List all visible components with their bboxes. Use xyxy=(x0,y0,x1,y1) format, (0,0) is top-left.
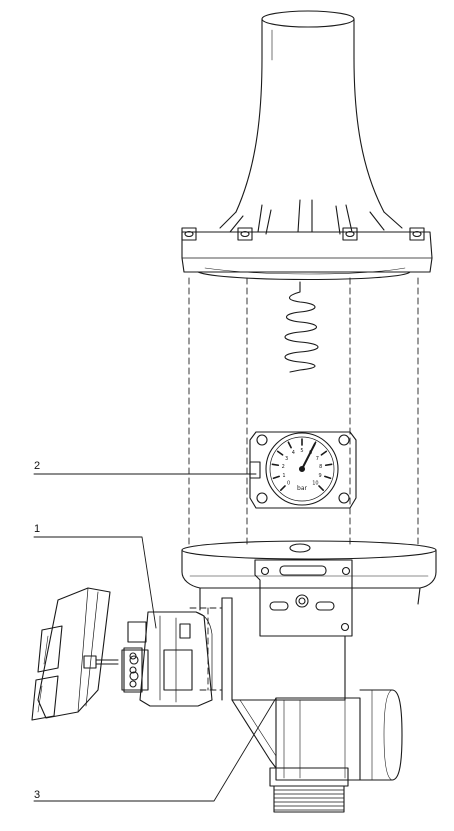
gauge-tick-label: 8 xyxy=(319,464,322,470)
gauge-tick-label: 10 xyxy=(312,480,318,486)
gauge-tick-label: 0 xyxy=(287,480,290,486)
callout-label-1: 1 xyxy=(34,523,41,535)
gauge-tick xyxy=(324,463,333,467)
gauge-tick-label: 4 xyxy=(292,450,295,456)
gauge-unit-label: bar xyxy=(297,485,307,492)
thread-lines xyxy=(273,789,345,811)
alignment-lines xyxy=(188,277,419,691)
gauge-tick xyxy=(272,475,280,480)
gauge-needle xyxy=(301,443,316,470)
gauge-tick-label: 2 xyxy=(282,464,285,470)
leader-line-1 xyxy=(33,536,157,629)
gauge-tick-label: 5 xyxy=(300,448,303,454)
gauge-tick xyxy=(324,475,332,480)
top-housing xyxy=(181,10,433,281)
coil-spring-icon xyxy=(284,281,319,373)
leader-lines xyxy=(33,473,277,802)
gauge-tick-label: 9 xyxy=(318,473,321,479)
gauge-tick-label: 3 xyxy=(285,456,288,462)
gauge-tick xyxy=(318,485,325,492)
callout-label-3: 3 xyxy=(34,789,41,801)
gauge-tick-label: 1 xyxy=(282,473,285,479)
gauge-tick xyxy=(279,485,286,492)
gauge-tick xyxy=(320,450,328,456)
terminal-block-icon xyxy=(123,647,143,693)
callout-label-2: 2 xyxy=(34,460,41,472)
gauge-tick xyxy=(276,450,284,456)
gauge-tick xyxy=(287,441,292,449)
leader-line-3 xyxy=(33,697,277,802)
gauge-tick-label: 7 xyxy=(316,456,319,462)
gauge-tick xyxy=(271,463,280,467)
pressure-switch xyxy=(31,587,213,721)
valve-body xyxy=(181,540,437,813)
